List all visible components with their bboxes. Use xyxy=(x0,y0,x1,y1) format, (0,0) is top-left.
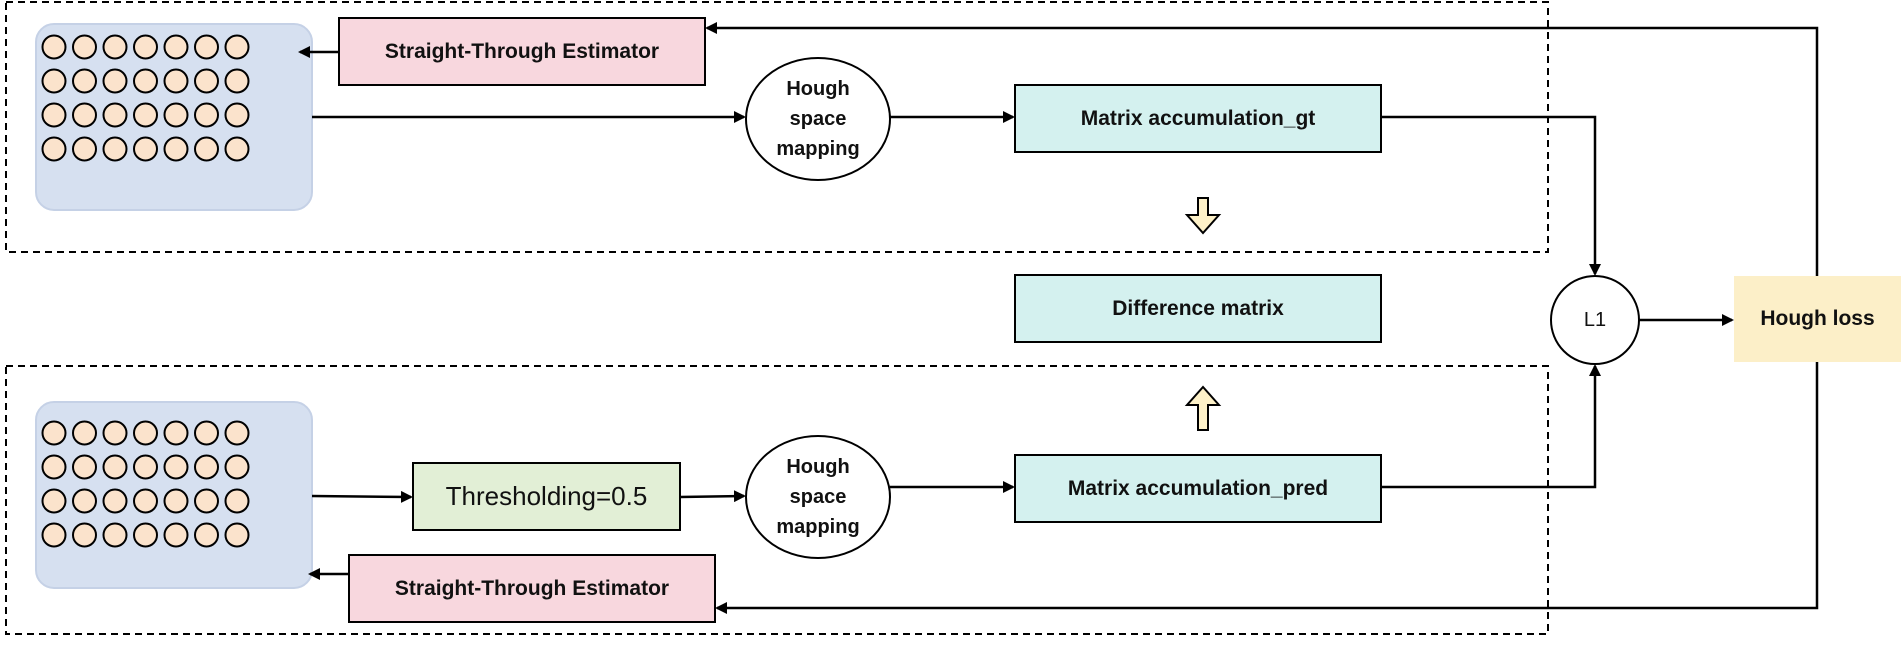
grid-dot xyxy=(72,420,97,446)
arrow-loss-to-top-ste xyxy=(705,22,1819,276)
grid-dot xyxy=(163,136,189,162)
grid-dot xyxy=(133,102,158,128)
grid-dot xyxy=(102,34,128,60)
down-block-arrow xyxy=(1184,197,1222,235)
l1-label: L1 xyxy=(1583,308,1607,331)
grid-dot xyxy=(163,454,189,480)
grid-dot xyxy=(224,136,250,162)
grid-dot xyxy=(102,454,128,480)
bottom-hough-line1: Hough xyxy=(786,456,850,478)
grid-dot xyxy=(194,488,219,514)
grid-dot xyxy=(41,420,67,446)
grid-dot xyxy=(72,136,97,162)
difference-box xyxy=(1014,274,1382,343)
bottom-matrix-box xyxy=(1014,454,1382,523)
grid-dot xyxy=(41,488,67,514)
top-hough-label: Hough space mapping xyxy=(746,58,890,180)
hough-loss-label: Hough loss xyxy=(1760,307,1875,330)
grid-dot xyxy=(224,420,250,446)
grid-dot xyxy=(102,420,128,446)
arrow-threshold-to-hough xyxy=(679,490,746,503)
grid-dot xyxy=(163,420,189,446)
bottom-ste-box xyxy=(348,554,716,623)
grid-dot xyxy=(133,34,158,60)
grid-dot xyxy=(41,454,67,480)
grid-dot xyxy=(72,68,97,94)
bottom-dashed-group xyxy=(5,365,1549,635)
grid-dot xyxy=(133,454,158,480)
bottom-hough-ellipse xyxy=(745,435,891,559)
grid-dot xyxy=(163,34,189,60)
grid-dot xyxy=(133,68,158,94)
grid-dot xyxy=(72,454,97,480)
grid-dot xyxy=(41,136,67,162)
grid-dot xyxy=(102,136,128,162)
top-hough-line1: Hough xyxy=(786,78,850,100)
arrow-loss-to-bottom-ste xyxy=(715,362,1819,614)
top-ste-box xyxy=(338,17,706,86)
top-hough-line3: mapping xyxy=(776,138,860,160)
grid-dot xyxy=(133,420,158,446)
bottom-ste-label: Straight-Through Estimator xyxy=(394,576,670,600)
grid-dot xyxy=(194,136,219,162)
grid-dot xyxy=(72,522,97,548)
grid-dot xyxy=(133,488,158,514)
top-dot-grid xyxy=(41,34,250,162)
grid-dot xyxy=(194,34,219,60)
grid-dot xyxy=(133,522,158,548)
difference-label: Difference matrix xyxy=(1112,296,1284,320)
grid-dot xyxy=(224,454,250,480)
grid-dot xyxy=(224,68,250,94)
bottom-dot-grid xyxy=(41,420,250,548)
grid-dot xyxy=(102,102,128,128)
top-matrix-box xyxy=(1014,84,1382,153)
grid-dot xyxy=(133,136,158,162)
grid-dot xyxy=(72,102,97,128)
grid-dot xyxy=(41,522,67,548)
grid-dot xyxy=(41,34,67,60)
grid-dot xyxy=(163,522,189,548)
grid-dot xyxy=(194,420,219,446)
top-hough-ellipse xyxy=(745,57,891,181)
grid-dot xyxy=(224,488,250,514)
up-block-arrow xyxy=(1184,385,1222,431)
grid-dot xyxy=(194,454,219,480)
bottom-hough-line3: mapping xyxy=(776,516,860,538)
grid-dot xyxy=(163,68,189,94)
grid-dot xyxy=(72,34,97,60)
bottom-hough-label: Hough space mapping xyxy=(746,436,890,558)
bottom-hough-line2: space xyxy=(789,486,847,508)
grid-dot xyxy=(194,68,219,94)
grid-dot xyxy=(194,102,219,128)
top-matrix-label: Matrix accumulation_gt xyxy=(1080,106,1316,130)
hough-loss-box xyxy=(1734,276,1901,362)
grid-dot xyxy=(224,102,250,128)
grid-dot xyxy=(72,488,97,514)
bottom-matrix-label: Matrix accumulation_pred xyxy=(1067,476,1329,500)
grid-dot xyxy=(102,68,128,94)
grid-dot xyxy=(41,102,67,128)
arrow-bottom-grid-to-threshold xyxy=(311,490,413,503)
grid-dot xyxy=(41,68,67,94)
grid-dot xyxy=(102,488,128,514)
grid-dot xyxy=(163,488,189,514)
top-hough-line2: space xyxy=(789,108,847,130)
grid-dot xyxy=(194,522,219,548)
grid-dot xyxy=(102,522,128,548)
arrow-bottom-matrix-to-l1 xyxy=(1381,364,1601,489)
arrow-top-matrix-to-l1 xyxy=(1381,115,1601,276)
top-dashed-group xyxy=(5,1,1549,253)
threshold-label: Thresholding=0.5 xyxy=(445,481,648,511)
grid-dot xyxy=(224,34,250,60)
grid-dot xyxy=(224,522,250,548)
grid-dot xyxy=(163,102,189,128)
top-ste-label: Straight-Through Estimator xyxy=(384,39,660,63)
